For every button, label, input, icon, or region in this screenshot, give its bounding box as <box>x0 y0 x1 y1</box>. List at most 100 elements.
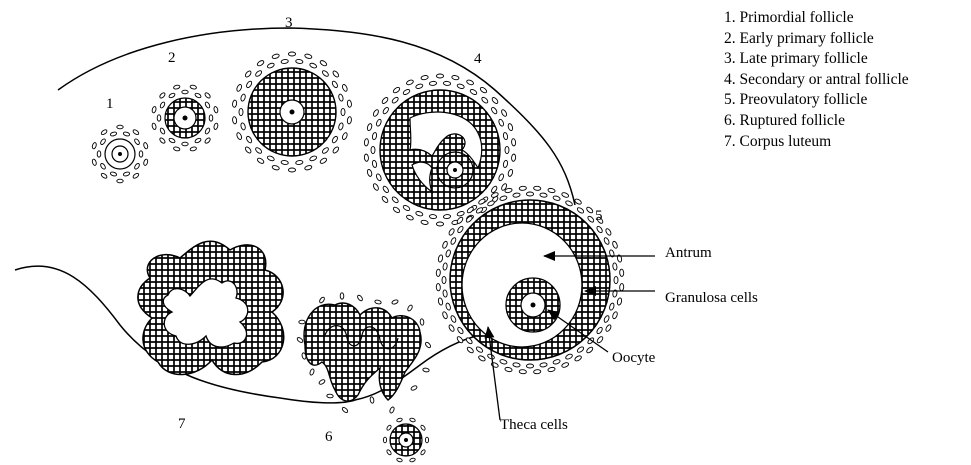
theca-cell <box>295 160 303 165</box>
theca-cell <box>159 92 166 99</box>
theca-cell <box>561 192 569 198</box>
theca-cell <box>372 160 377 168</box>
theca-cell <box>132 172 139 179</box>
label-antrum: Antrum <box>665 245 712 261</box>
theca-cell <box>420 449 426 455</box>
theca-cell <box>110 171 117 176</box>
theca-cell <box>533 186 540 191</box>
theca-cell <box>443 81 451 86</box>
theca-cell <box>438 255 444 263</box>
theca-cell <box>92 159 97 166</box>
theca-cell <box>448 228 455 236</box>
theca-cell <box>245 80 252 88</box>
theca-cell <box>386 424 392 430</box>
theca-cell <box>511 139 516 147</box>
theca-cell <box>443 214 451 219</box>
theca-cell <box>392 206 400 213</box>
stage-number-7: 7 <box>178 416 186 432</box>
theca-cell <box>143 159 148 166</box>
theca-cell <box>586 346 594 354</box>
legend-item-secondary: 4. Secondary or antral follicle <box>724 70 909 91</box>
theca-cell <box>168 137 175 143</box>
primordial-follicle <box>92 125 149 183</box>
theca-cell <box>469 88 477 95</box>
theca-cell <box>574 355 582 362</box>
theca-cell <box>372 109 379 117</box>
theca-cell <box>410 385 417 391</box>
theca-cell <box>341 84 348 92</box>
theca-cell <box>429 214 437 219</box>
theca-cell <box>318 379 325 385</box>
theca-cell <box>617 298 623 306</box>
theca-cell <box>475 346 483 353</box>
theca-cell <box>436 283 441 290</box>
theca-cell <box>442 311 448 319</box>
theca-cell <box>319 296 326 303</box>
theca-cell <box>331 80 338 88</box>
theca-cell <box>372 132 377 140</box>
theca-cell <box>240 94 246 102</box>
theca-cell <box>132 129 139 136</box>
theca-cell <box>367 123 373 131</box>
theca-cell <box>100 129 107 136</box>
ruptured-follicle <box>296 293 431 414</box>
theca-cell <box>513 362 521 367</box>
theca-cell <box>364 154 369 162</box>
theca-cell <box>553 195 561 201</box>
theca-cell <box>295 59 303 64</box>
theca-cell <box>548 367 556 373</box>
theca-cell <box>586 206 594 214</box>
theca-cell <box>304 53 312 59</box>
theca-cell <box>450 315 457 323</box>
theca-cell <box>487 200 495 207</box>
theca-cell <box>479 86 487 93</box>
theca-cell <box>309 62 317 69</box>
theca-cell <box>396 458 402 463</box>
theca-cell <box>232 100 237 108</box>
theca-cell <box>443 290 448 298</box>
theca-cell <box>609 303 615 311</box>
theca-cell <box>445 249 451 257</box>
theca-cell <box>391 299 398 305</box>
theca-cell <box>117 179 123 183</box>
theca-cell <box>157 115 161 121</box>
theca-cell <box>614 276 618 283</box>
legend-item-ruptured: 6. Ruptured follicle <box>724 111 909 132</box>
corpus-luteum <box>138 241 284 374</box>
theca-cell <box>341 132 348 140</box>
theca-cell <box>182 90 188 94</box>
theca-cell <box>204 92 211 99</box>
theca-cell <box>267 155 275 162</box>
theca-cell <box>173 85 180 90</box>
theca-cell <box>421 220 429 225</box>
late-primary-follicle <box>232 52 352 172</box>
theca-cell <box>381 195 389 203</box>
theca-cell <box>513 193 521 198</box>
theca-cell <box>425 437 428 443</box>
theca-cell <box>236 132 243 140</box>
theca-cell <box>436 222 443 226</box>
theca-cell <box>501 109 508 117</box>
theca-cell <box>466 206 474 214</box>
theca-cell <box>340 293 344 299</box>
theca-cell <box>507 169 513 177</box>
theca-cell <box>519 369 526 374</box>
theca-cell <box>442 276 446 283</box>
theca-cell <box>338 122 344 130</box>
theca-cell <box>603 315 610 323</box>
theca-cell <box>436 74 443 78</box>
theca-cell <box>309 155 317 162</box>
theca-cell <box>503 132 508 140</box>
theca-cell <box>420 424 426 430</box>
theca-cell <box>376 119 383 127</box>
theca-cell <box>407 304 413 311</box>
theca-cell <box>190 85 197 90</box>
stage-number-4: 4 <box>474 51 482 67</box>
theca-cell <box>240 122 246 130</box>
stage-number-1: 1 <box>106 96 114 112</box>
theca-cell <box>341 108 345 115</box>
theca-cell <box>357 294 364 301</box>
theca-cell <box>478 355 486 362</box>
theca-cell <box>519 186 526 191</box>
theca-cell <box>420 319 424 326</box>
